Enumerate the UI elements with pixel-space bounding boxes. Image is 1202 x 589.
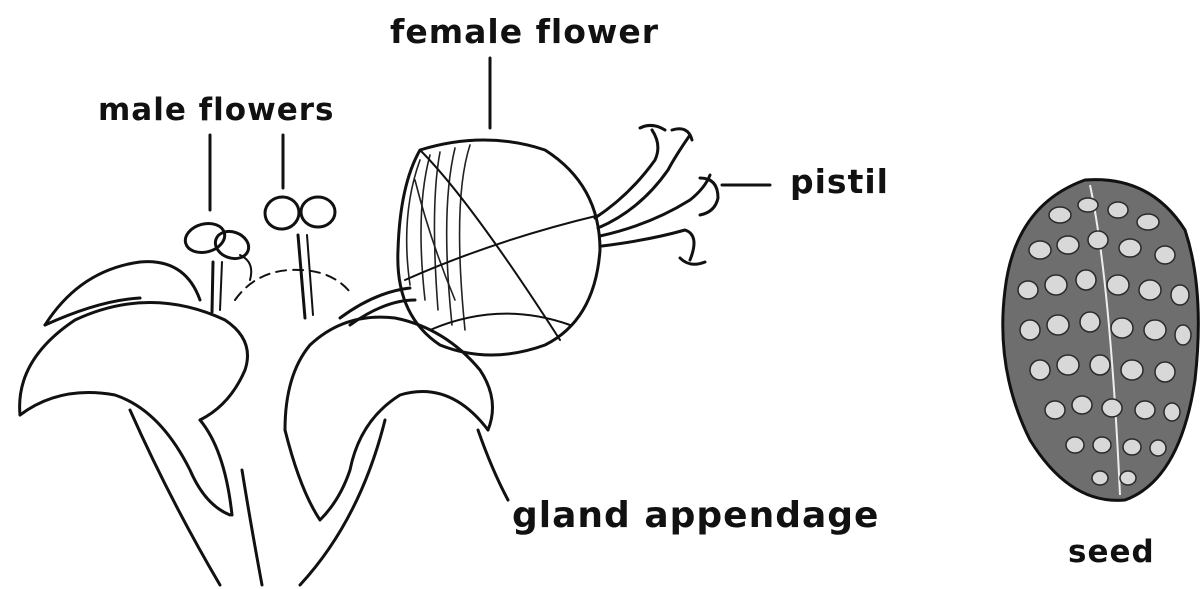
label-gland-appendage: gland appendage [512,495,879,536]
seed-illustration [1003,180,1199,501]
label-seed: seed [1068,534,1155,570]
label-male-flowers: male flowers [98,92,334,128]
leader-gland-appendage [478,430,508,500]
label-female-flower: female flower [390,12,659,51]
label-pistil: pistil [790,162,889,201]
